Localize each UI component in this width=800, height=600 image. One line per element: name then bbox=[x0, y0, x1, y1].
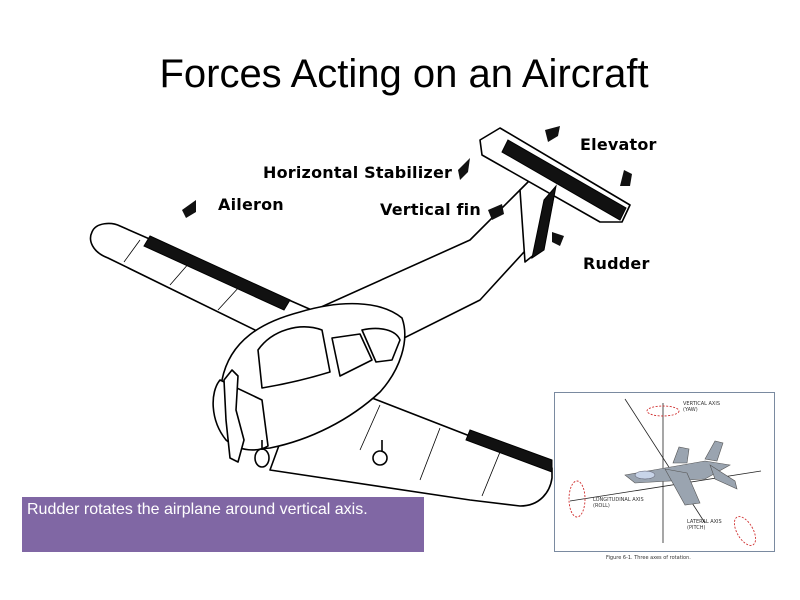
pitch-circle bbox=[733, 516, 757, 546]
label-longitudinal-axis: LONGITUDINAL AXIS (ROLL) bbox=[593, 497, 644, 509]
propeller bbox=[223, 369, 245, 463]
slide-title: Forces Acting on an Aircraft bbox=[159, 52, 649, 96]
arrow-horizontal-stabilizer bbox=[458, 158, 470, 180]
arrow-elevator-2 bbox=[620, 170, 632, 186]
label-elevator: Elevator bbox=[580, 135, 657, 154]
rudder-surface bbox=[531, 184, 557, 260]
caption-box: Rudder rotates the airplane around verti… bbox=[22, 497, 424, 552]
axes-diagram bbox=[568, 398, 762, 546]
label-vertical-axis: VERTICAL AXIS (YAW) bbox=[683, 401, 720, 413]
label-vertical-fin: Vertical fin bbox=[380, 200, 481, 219]
longitudinal-axis-sub: (ROLL) bbox=[593, 503, 610, 509]
vertical-axis-sub: (YAW) bbox=[683, 407, 698, 413]
roll-circle bbox=[568, 480, 586, 518]
vertical-axis-text: VERTICAL AXIS bbox=[683, 401, 720, 407]
arrow-elevator bbox=[545, 126, 560, 142]
inset-caption: Figure 6-1. Three axes of rotation. bbox=[606, 555, 691, 561]
longitudinal-axis-text: LONGITUDINAL AXIS bbox=[593, 497, 644, 503]
jet-wing-2 bbox=[672, 446, 690, 464]
jet-tail bbox=[704, 440, 724, 462]
label-aileron: Aileron bbox=[218, 195, 284, 214]
caption-text: Rudder rotates the airplane around verti… bbox=[27, 501, 368, 518]
arrow-rudder bbox=[552, 232, 564, 246]
jet-wing bbox=[664, 468, 701, 506]
yaw-circle bbox=[646, 405, 680, 417]
label-rudder: Rudder bbox=[583, 254, 650, 273]
label-horizontal-stabilizer: Horizontal Stabilizer bbox=[263, 163, 453, 182]
lateral-axis-sub: (PITCH) bbox=[687, 525, 706, 531]
aileron-surface bbox=[143, 235, 291, 311]
lateral-axis-text: LATERAL AXIS bbox=[687, 519, 722, 525]
arrow-vertical-fin bbox=[488, 204, 504, 220]
arrow-aileron bbox=[182, 200, 196, 218]
elevator-surface bbox=[501, 139, 627, 221]
label-lateral-axis: LATERAL AXIS (PITCH) bbox=[687, 519, 722, 531]
axes-of-rotation-inset: VERTICAL AXIS (YAW) LONGITUDINAL AXIS (R… bbox=[554, 392, 775, 552]
